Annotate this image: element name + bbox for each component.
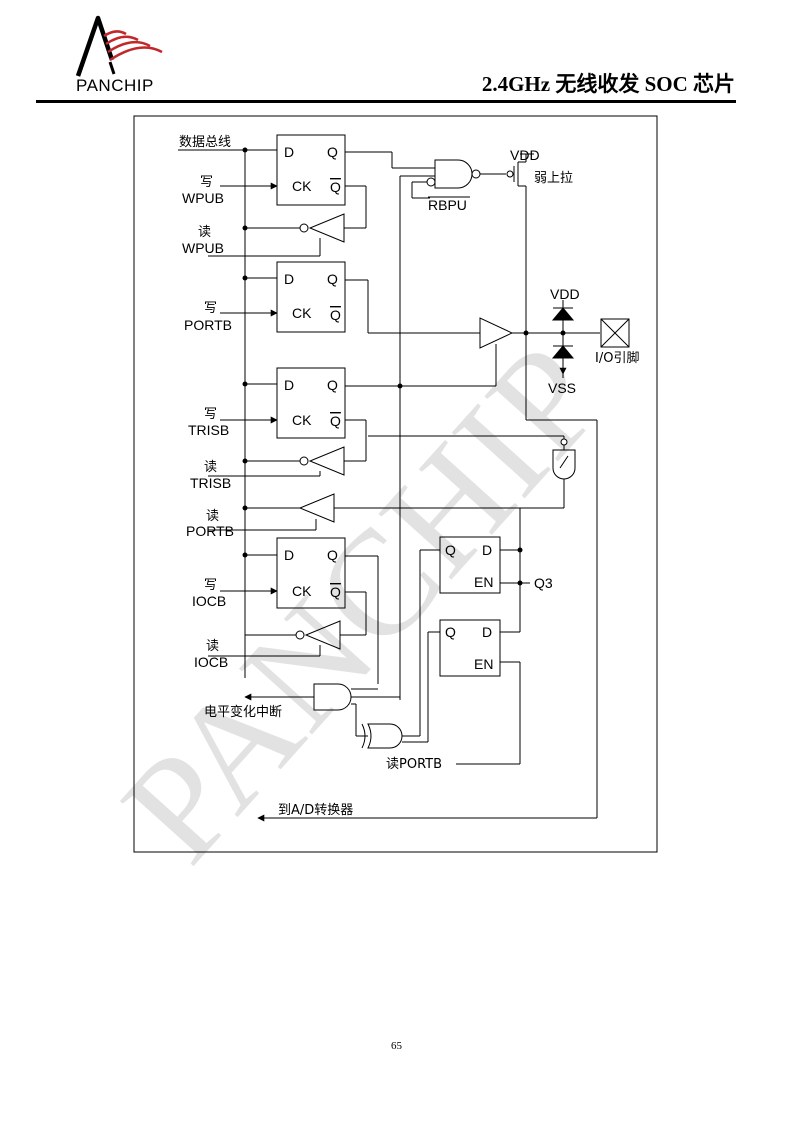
label-write-iocb: 写 [204, 578, 217, 593]
ff-portb-d: D [284, 271, 294, 287]
ff-portb [276, 261, 346, 333]
label-io-pin: I/O引脚 [595, 350, 639, 366]
label-vdd-diode: VDD [550, 286, 580, 302]
ff-iocb-d: D [284, 547, 294, 563]
label-q3: Q3 [534, 575, 553, 591]
io-pin-box [600, 318, 630, 348]
ff-wpub-qbar: Q [330, 179, 341, 195]
logo-text: PANCHIP [76, 76, 154, 95]
label-trisb-write: TRISB [188, 422, 229, 438]
latch-1 [439, 536, 501, 594]
label-rbpu: RBPU [428, 197, 467, 213]
label-change-interrupt: 电平变化中断 [204, 704, 282, 720]
latch1-en: EN [474, 574, 493, 590]
label-vdd-pullup: VDD [510, 147, 540, 163]
label-to-adc: 到A/D转换器 [278, 803, 353, 818]
ff-trisb [276, 367, 346, 439]
label-wpub-write: WPUB [182, 190, 224, 206]
ff-portb-ck: CK [292, 305, 312, 321]
latch2-q: Q [445, 624, 456, 640]
page-number: 65 [391, 1040, 402, 1052]
panchip-logo [75, 15, 163, 77]
ff-wpub [276, 134, 346, 206]
ff-trisb-q: Q [327, 377, 338, 393]
latch1-q: Q [445, 542, 456, 558]
label-write-trisb: 写 [204, 407, 217, 422]
diagram-frame [133, 115, 658, 853]
ff-iocb-qbar: Q [330, 584, 341, 600]
label-iocb-read: IOCB [194, 654, 228, 670]
label-vss: VSS [548, 380, 576, 396]
label-weak-pullup: 弱上拉 [534, 171, 573, 186]
label-read-portb-latch: 读PORTB [386, 757, 442, 772]
latch-2 [439, 619, 501, 677]
label-wpub-read: WPUB [182, 240, 224, 256]
page-header-title: 2.4GHz 无线收发 SOC 芯片 [481, 72, 735, 96]
label-iocb-write: IOCB [192, 593, 226, 609]
latch2-d: D [482, 624, 492, 640]
ff-iocb-ck: CK [292, 583, 312, 599]
label-trisb-read: TRISB [190, 475, 231, 491]
ff-trisb-qbar: Q [330, 413, 341, 429]
latch1-d: D [482, 542, 492, 558]
watermark: PANCHIP [91, 314, 635, 892]
label-write-wpub: 写 [200, 175, 213, 190]
label-read-wpub: 读 [198, 225, 211, 240]
label-write-portb: 写 [204, 301, 217, 316]
header-rule [36, 100, 736, 103]
ff-iocb-q: Q [327, 547, 338, 563]
label-read-trisb: 读 [204, 460, 217, 475]
ff-portb-q: Q [327, 271, 338, 287]
latch2-en: EN [474, 656, 493, 672]
bus-label: 数据总线 [179, 135, 231, 150]
label-portb-write: PORTB [184, 317, 232, 333]
label-read-iocb: 读 [206, 639, 219, 654]
ff-trisb-ck: CK [292, 412, 312, 428]
ff-wpub-ck: CK [292, 178, 312, 194]
ff-wpub-q: Q [327, 144, 338, 160]
ff-iocb [276, 537, 346, 609]
ff-portb-qbar: Q [330, 307, 341, 323]
label-portb-read: PORTB [186, 523, 234, 539]
label-read-portb: 读 [206, 509, 219, 524]
ff-trisb-d: D [284, 377, 294, 393]
ff-wpub-d: D [284, 144, 294, 160]
